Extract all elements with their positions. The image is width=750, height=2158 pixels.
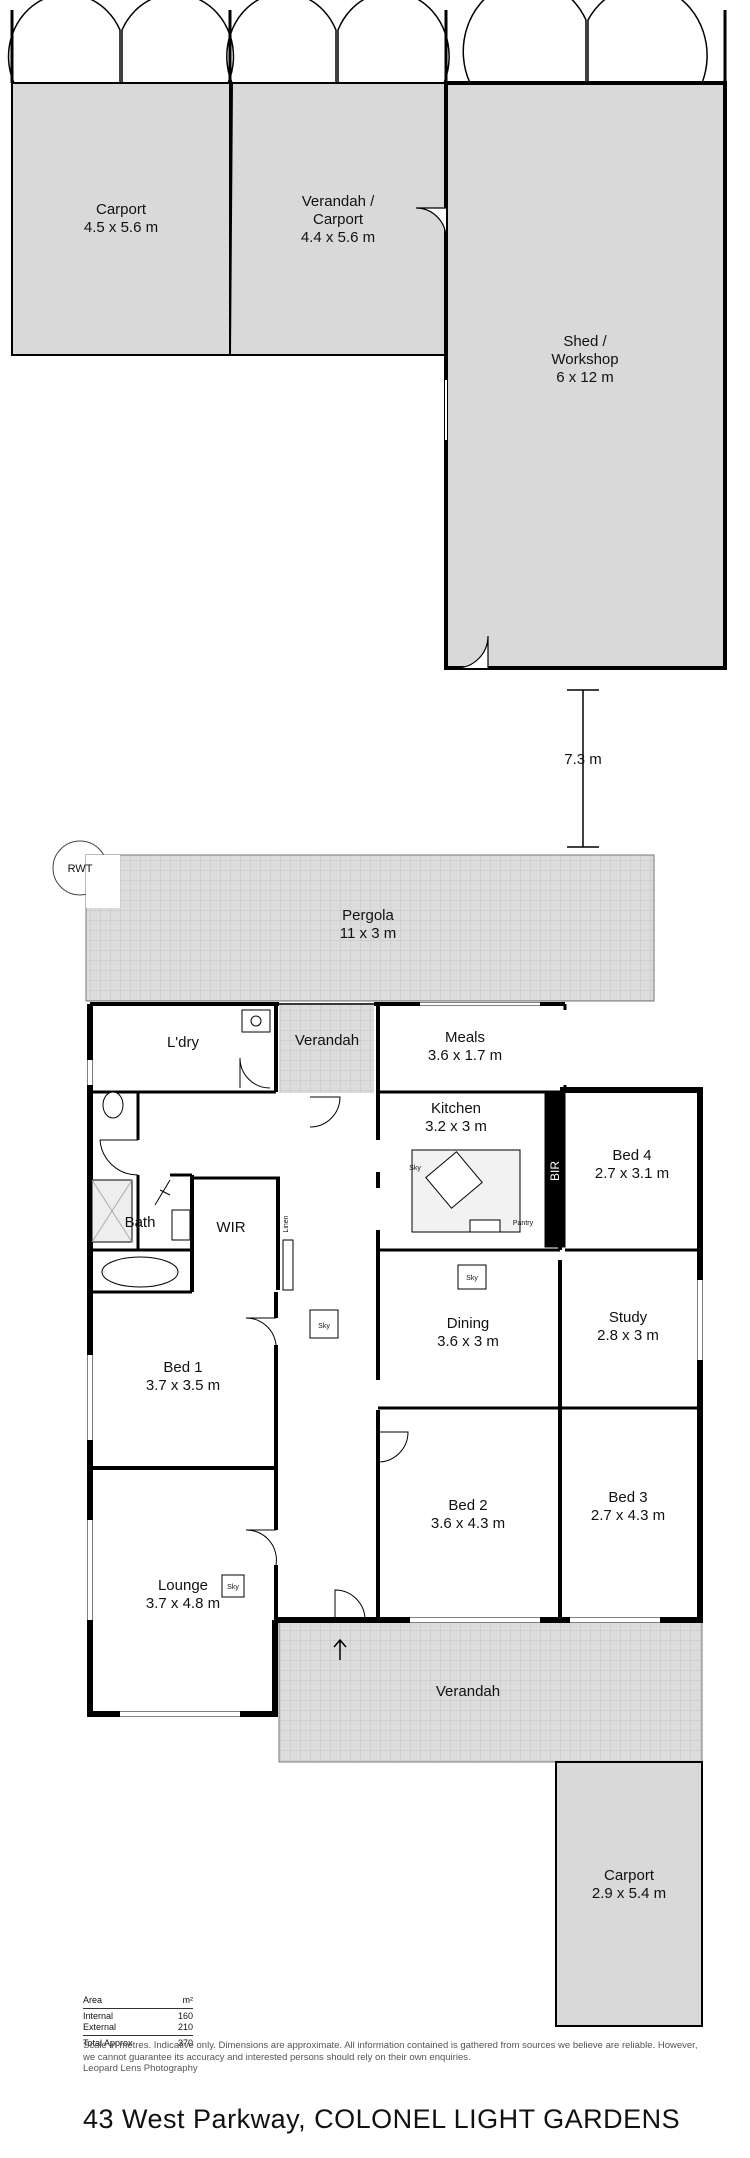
shed-label-2: Workshop <box>551 351 618 368</box>
lounge-dim: 3.7 x 4.8 m <box>146 1595 220 1612</box>
verandah-small-label: Verandah <box>295 1032 359 1049</box>
meals-label: Meals <box>445 1029 485 1046</box>
sky-label-hall: Sky <box>318 1323 330 1330</box>
bed4-label: Bed 4 <box>612 1147 651 1164</box>
credit-text: Leopard Lens Photography <box>83 2063 198 2074</box>
doors <box>99 1057 409 1621</box>
sky-label-kitchen: Sky <box>409 1165 421 1172</box>
property-address: 43 West Parkway, COLONEL LIGHT GARDENS <box>83 2104 681 2134</box>
pergola-area <box>85 854 655 1002</box>
bed4-dim: 2.7 x 3.1 m <box>595 1165 669 1182</box>
kitchen-dim: 3.2 x 3 m <box>425 1118 487 1135</box>
shed-label-1: Shed / <box>563 333 607 350</box>
area-internal-value: 160 <box>177 2011 193 2021</box>
carport-bottom-label: Carport <box>604 1867 655 1884</box>
area-total-label: Total Approx <box>83 2038 133 2048</box>
dining-label: Dining <box>447 1315 490 1332</box>
rwt-label: RWT <box>68 863 93 875</box>
area-external-row: External 210 <box>83 2022 193 2033</box>
bed3-dim: 2.7 x 4.3 m <box>591 1507 665 1524</box>
study-dim: 2.8 x 3 m <box>597 1327 659 1344</box>
area-internal-row: Internal 160 <box>83 2011 193 2022</box>
carport-bottom-room <box>555 1761 703 2027</box>
bed1-label: Bed 1 <box>163 1359 202 1376</box>
area-header-label: Area <box>83 1995 103 2005</box>
area-total-row: Total Approx 370 <box>83 2038 193 2049</box>
bed2-dim: 3.6 x 4.3 m <box>431 1515 505 1532</box>
verandah-carport-dim: 4.4 x 5.6 m <box>301 229 375 246</box>
verandah-carport-label-2: Carport <box>313 211 364 228</box>
windows <box>87 1002 703 1717</box>
disclaimer-text: Scale in metres. Indicative only. Dimens… <box>83 2040 698 2063</box>
bir-label: BIR <box>548 1161 562 1181</box>
kitchen-label: Kitchen <box>431 1100 481 1117</box>
sky-label-dining: Sky <box>466 1275 478 1282</box>
verandah-carport-label-1: Verandah / <box>302 193 375 210</box>
carport-bottom-dim: 2.9 x 5.4 m <box>592 1885 666 1902</box>
carport-top-room <box>11 82 231 356</box>
laundry-label: L'dry <box>167 1034 200 1051</box>
meals-dim: 3.6 x 1.7 m <box>428 1047 502 1064</box>
study-label: Study <box>609 1309 648 1326</box>
area-external-value: 210 <box>177 2022 193 2032</box>
disclaimer: Scale in metres. Indicative only. Dimens… <box>83 2040 708 2075</box>
linen-label: Linen <box>283 1215 290 1232</box>
area-internal-label: Internal <box>83 2011 114 2021</box>
bed2-label: Bed 2 <box>448 1497 487 1514</box>
pergola-dim: 11 x 3 m <box>340 925 396 942</box>
verandah-large-area <box>278 1621 703 1763</box>
carport-top-label: Carport <box>96 201 147 218</box>
distance-label: 7.3 m <box>564 751 602 768</box>
entry-arrow-icon <box>333 1638 347 1660</box>
shed-dim: 6 x 12 m <box>556 369 614 386</box>
bed3-label: Bed 3 <box>608 1489 647 1506</box>
area-table: Area m² Internal 160 External 210 Total … <box>83 1995 193 2049</box>
area-header-unit: m² <box>182 1995 194 2005</box>
wir-label: WIR <box>216 1219 245 1236</box>
pantry-label: Pantry <box>513 1220 534 1227</box>
dining-dim: 3.6 x 3 m <box>437 1333 499 1350</box>
area-total-value: 370 <box>177 2038 193 2048</box>
distance-marker <box>567 689 599 848</box>
verandah-carport-room <box>229 82 447 356</box>
verandah-small-area <box>279 1003 374 1093</box>
verandah-large-label: Verandah <box>436 1683 500 1700</box>
pergola-label: Pergola <box>342 907 394 924</box>
carport-top-dim: 4.5 x 5.6 m <box>84 219 158 236</box>
lounge-label: Lounge <box>158 1577 208 1594</box>
fixtures <box>91 1009 521 1598</box>
outbuildings <box>7 0 727 670</box>
area-header-row: Area m² <box>83 1995 193 2006</box>
sky-label-lounge: Sky <box>227 1584 239 1591</box>
bed1-dim: 3.7 x 3.5 m <box>146 1377 220 1394</box>
area-external-label: External <box>83 2022 117 2032</box>
bath-label: Bath <box>125 1214 156 1231</box>
